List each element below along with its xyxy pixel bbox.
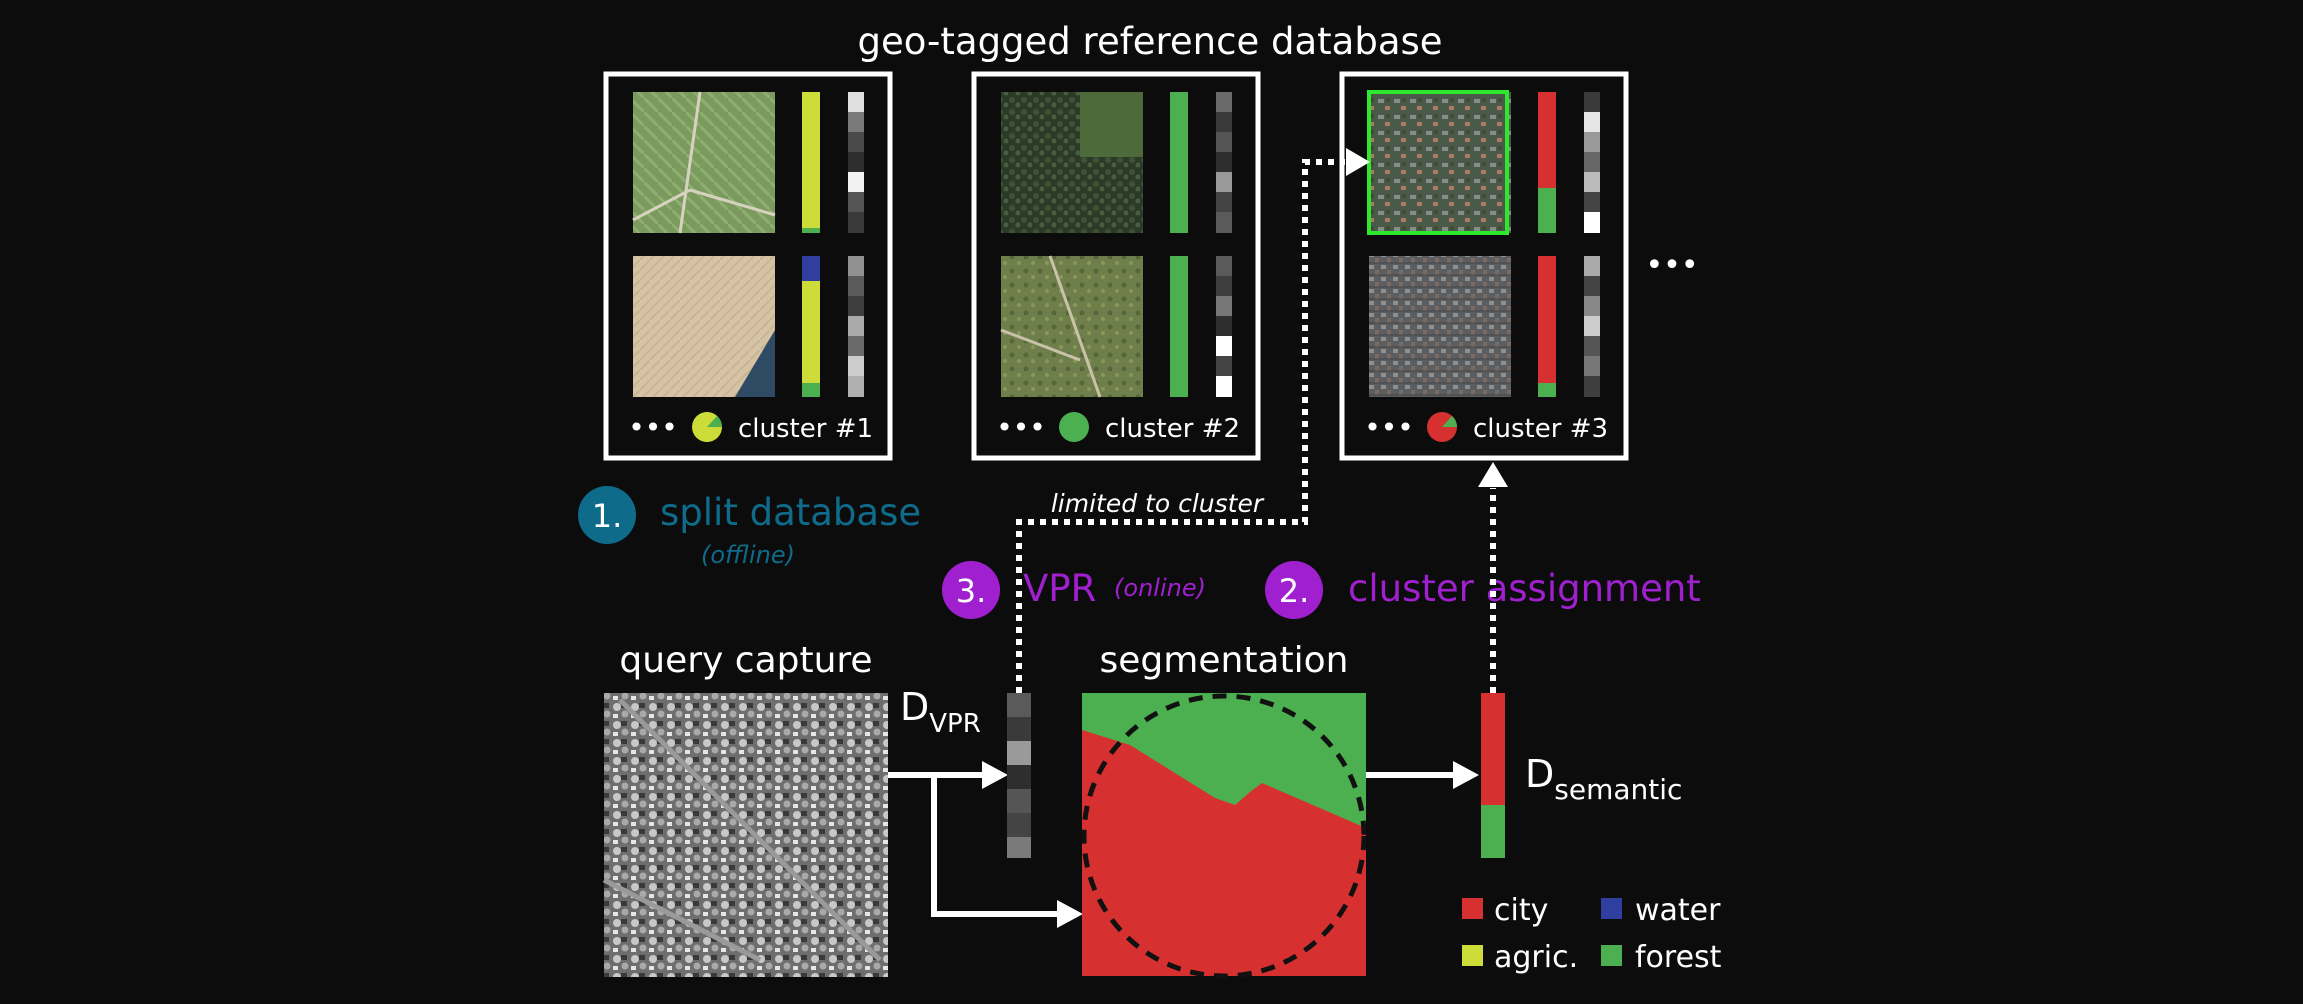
cluster-label: cluster #1 bbox=[738, 414, 873, 444]
city-forest-pie-icon bbox=[1427, 412, 1457, 442]
step-number: 3. bbox=[956, 572, 987, 610]
cluster-card-2: ••• cluster #2 bbox=[971, 71, 1261, 461]
semantic-bar-agric bbox=[802, 92, 820, 228]
vpr-descriptor-bar bbox=[1216, 92, 1232, 397]
cluster-label: cluster #2 bbox=[1105, 414, 1240, 444]
legend-label: forest bbox=[1635, 940, 1722, 975]
semantic-bar-forest bbox=[1538, 383, 1556, 397]
riverbank bbox=[735, 330, 775, 397]
cluster-ellipsis: ••• bbox=[996, 411, 1046, 444]
d-semantic-label: Dsemantic bbox=[1525, 752, 1682, 806]
arrowhead-icon bbox=[1453, 761, 1479, 789]
step-badge bbox=[942, 561, 1000, 619]
semantic-bar-forest bbox=[802, 228, 820, 233]
limited-to-cluster-connector bbox=[1016, 159, 1345, 693]
semantic-bar-forest bbox=[802, 383, 820, 397]
semantic-bar-city bbox=[1538, 92, 1556, 188]
arrowhead-icon bbox=[1346, 148, 1370, 176]
query-to-segmentation-arrow bbox=[931, 775, 1060, 917]
legend-swatch-water bbox=[1601, 898, 1622, 919]
cluster-frame bbox=[603, 71, 893, 461]
agric-forest-pie-icon bbox=[692, 412, 722, 442]
d-vpr-label: DVPR bbox=[900, 685, 981, 739]
step-label: split database bbox=[660, 491, 921, 534]
vpr-descriptor-bar bbox=[848, 92, 864, 397]
semantic-bar-forest bbox=[1538, 188, 1556, 233]
satellite-tile-fields bbox=[633, 92, 775, 233]
step-number: 2. bbox=[1279, 572, 1310, 610]
cluster-card-3: ••• cluster #3 bbox=[1339, 71, 1629, 461]
cluster-ellipsis: ••• bbox=[1364, 411, 1414, 444]
step-note: (online) bbox=[1114, 574, 1206, 602]
segmentation-label: segmentation bbox=[1100, 640, 1349, 681]
satellite-tile-city bbox=[1369, 256, 1511, 397]
field-road bbox=[632, 91, 776, 234]
legend-swatch-forest bbox=[1601, 945, 1622, 966]
legend-swatch-agric bbox=[1462, 945, 1483, 966]
legend-label: city bbox=[1494, 893, 1548, 928]
forest-trail bbox=[1000, 255, 1102, 398]
step-note: (offline) bbox=[701, 541, 795, 569]
step-badge bbox=[1265, 561, 1323, 619]
segmentation-map bbox=[1082, 693, 1366, 976]
forest-clearing bbox=[1080, 92, 1143, 157]
limited-to-cluster-label: limited to cluster bbox=[1051, 489, 1265, 518]
cluster-ellipsis: ••• bbox=[628, 411, 678, 444]
satellite-tile-clearing bbox=[1001, 256, 1143, 397]
semantic-descriptor-city bbox=[1481, 693, 1505, 805]
cluster-card-1: ••• cluster #1 bbox=[603, 71, 893, 461]
vpr-descriptor-bar bbox=[1584, 92, 1600, 397]
cluster-label: cluster #3 bbox=[1473, 414, 1608, 444]
database-title: geo-tagged reference database bbox=[857, 20, 1442, 63]
cluster-frame bbox=[1339, 71, 1629, 461]
query-vpr-descriptor bbox=[1007, 693, 1031, 858]
legend-swatch-city bbox=[1462, 898, 1483, 919]
step-label: cluster assignment bbox=[1348, 567, 1701, 610]
semantic-bar-forest bbox=[1170, 256, 1188, 397]
arrowhead-icon bbox=[1478, 462, 1508, 487]
semantic-bar-water bbox=[802, 256, 820, 281]
step-vpr: 3. VPR (online) bbox=[942, 561, 1206, 619]
legend-label: water bbox=[1635, 893, 1721, 928]
semantic-bar-agric bbox=[802, 281, 820, 383]
arrowhead-icon bbox=[982, 761, 1008, 789]
satellite-tile-town bbox=[1369, 92, 1511, 233]
query-capture-label: query capture bbox=[619, 640, 872, 681]
semantic-bar-city bbox=[1538, 256, 1556, 383]
semantic-bar-forest bbox=[1170, 92, 1188, 233]
step-split-database: 1. split database (offline) bbox=[578, 486, 921, 569]
legend: city water agric. forest bbox=[1462, 893, 1722, 975]
forest-pie-icon bbox=[1059, 412, 1089, 442]
step-badge bbox=[578, 486, 636, 544]
step-cluster-assignment: 2. cluster assignment bbox=[1265, 561, 1701, 619]
semantic-descriptor-forest bbox=[1481, 805, 1505, 858]
step-number: 1. bbox=[592, 497, 623, 535]
cluster-frame bbox=[971, 71, 1261, 461]
step-label: VPR bbox=[1023, 567, 1096, 610]
query-road bbox=[602, 698, 882, 963]
arrowhead-icon bbox=[1057, 900, 1083, 928]
query-image bbox=[604, 693, 888, 977]
city-region bbox=[1082, 730, 1366, 976]
more-clusters-ellipsis: ••• bbox=[1645, 248, 1698, 283]
legend-label: agric. bbox=[1494, 940, 1578, 975]
aperture-circle bbox=[1081, 693, 1367, 979]
